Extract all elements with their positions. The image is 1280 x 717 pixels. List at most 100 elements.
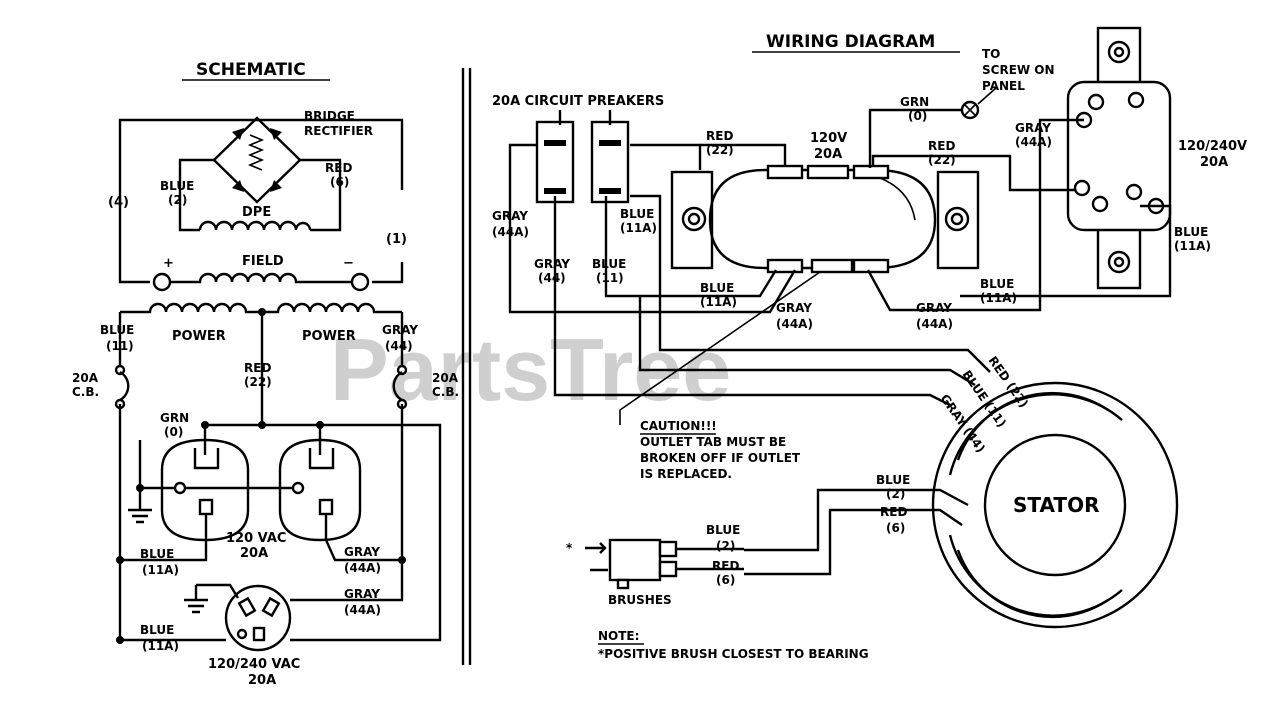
note-text: *POSITIVE BRUSH CLOSEST TO BEARING [598, 647, 869, 661]
outlet-240v [224, 584, 292, 652]
red-22-wiring-b2: (22) [928, 153, 956, 167]
schematic-title: SCHEMATIC [196, 60, 306, 80]
red-22-label-2: (22) [244, 375, 272, 389]
dpe-coil [198, 220, 312, 231]
stator-blue-2-1: BLUE [876, 473, 910, 487]
blue-2-label-2: (2) [168, 193, 187, 207]
outlet-120-label-1: 120 VAC [226, 531, 286, 546]
caution-title: CAUTION!!! [640, 419, 717, 433]
brush-red-6-1: RED [712, 559, 739, 573]
plus-label: + [163, 256, 174, 271]
cb-right-label-1: 20A [432, 371, 459, 385]
caution-line-3: IS REPLACED. [640, 467, 732, 481]
brush-blue-2-1: BLUE [706, 523, 740, 537]
outlet-240v-box [1066, 26, 1172, 290]
blue-11a-bot-2: (11A) [700, 295, 737, 309]
grn-0-label-2: (0) [164, 425, 183, 439]
caution-line-2: BROKEN OFF IF OUTLET [640, 451, 801, 465]
brush-red-6-2: (6) [716, 573, 735, 587]
blue-11a-label-1: BLUE [140, 547, 174, 561]
bridge-rectifier [212, 116, 302, 204]
minus-label: − [343, 256, 354, 271]
outlet-120v-label-2: 20A [814, 147, 842, 162]
gray-44-label-2: (44) [385, 339, 413, 353]
red-22-wiring-a1: RED [706, 129, 733, 143]
power-left-label: POWER [172, 329, 226, 344]
wiring-title: WIRING DIAGRAM [766, 32, 935, 52]
brushes-label: BRUSHES [608, 593, 672, 607]
bridge-rectifier-label-2: RECTIFIER [304, 124, 373, 138]
field-label: FIELD [242, 254, 284, 269]
wire-4-label: (4) [108, 195, 129, 210]
stator-red-6-1: RED [880, 505, 907, 519]
to-screw-label-2: SCREW ON [982, 63, 1055, 77]
bridge-rectifier-label-1: BRIDGE [304, 109, 355, 123]
circuit-breaker-right [590, 120, 630, 204]
blue-11-wiring-2: (11) [596, 271, 624, 285]
outlet-120v-label-1: 120V [810, 131, 847, 146]
cb-right-label-2: C.B. [432, 385, 459, 399]
gray-44a-label-1: GRAY [344, 545, 380, 559]
caution-line-1: OUTLET TAB MUST BE [640, 435, 786, 449]
blue-2-label-1: BLUE [160, 179, 194, 193]
wiring-section: WIRING DIAGRAM 20A CIRCUIT PREAKERS [492, 26, 1247, 661]
outlet-120v-duplex [670, 164, 980, 274]
gray-44a-top-1: GRAY [1015, 121, 1051, 135]
stator-blue-2-2: (2) [886, 487, 905, 501]
brush-blue-2-2: (2) [716, 539, 735, 553]
breakers-label: 20A CIRCUIT PREAKERS [492, 94, 664, 109]
cb-left-label-2: C.B. [72, 385, 99, 399]
gray-44-wiring-1: GRAY [534, 257, 570, 271]
cb-left-label-1: 20A [72, 371, 99, 385]
blue-11a-label-4: (11A) [142, 639, 179, 653]
stator-red-6-2: (6) [886, 521, 905, 535]
dpe-label: DPE [242, 205, 271, 220]
stator [931, 381, 1179, 629]
power-right-label: POWER [302, 329, 356, 344]
blue-11-wiring-1: BLUE [592, 257, 626, 271]
grn-0-label-1: GRN [160, 411, 189, 425]
brushes-assembly [585, 538, 700, 590]
outlet-120-label-2: 20A [240, 546, 268, 561]
red-22-wiring-b1: RED [928, 139, 955, 153]
gray-44a-bot1-1: GRAY [776, 301, 812, 315]
gray-44a-bot2-2: (44A) [916, 317, 953, 331]
blue-11a-right2-1: BLUE [980, 277, 1014, 291]
blue-11a-right-1: BLUE [1174, 225, 1208, 239]
to-screw-label-1: TO [982, 47, 1000, 61]
blue-11a-right-2: (11A) [1174, 239, 1211, 253]
grn-0-wiring-2: (0) [908, 109, 927, 123]
gray-44a-top-2: (44A) [1015, 135, 1052, 149]
gray-44-wiring-2: (44) [538, 271, 566, 285]
gray-44a-left-1: GRAY [492, 209, 528, 223]
outlet-120v-right [278, 425, 362, 542]
stator-label: STATOR [1013, 493, 1099, 517]
gray-44a-label-4: (44A) [344, 603, 381, 617]
note-title: NOTE: [598, 629, 639, 643]
blue-11a-label-2: (11A) [142, 563, 179, 577]
blue-11-label-1: BLUE [100, 323, 134, 337]
circuit-breaker-left [535, 120, 575, 204]
brush-star-label: * [566, 541, 573, 555]
red-6-label-2: (6) [330, 175, 349, 189]
to-screw-label-3: PANEL [982, 79, 1025, 93]
wire-1-label: (1) [386, 232, 407, 247]
outlet-240-label-1: 120/240 VAC [208, 657, 300, 672]
schematic-section: SCHEMATIC (4) (1) BRIDGE RECTIFIER BLUE … [72, 60, 459, 688]
outlet-240v-label-2: 20A [1200, 155, 1228, 170]
grn-0-wiring-1: GRN [900, 95, 929, 109]
gray-44a-label-2: (44A) [344, 561, 381, 575]
blue-11a-right2-2: (11A) [980, 291, 1017, 305]
gray-44a-left-2: (44A) [492, 225, 529, 239]
gray-44a-label-3: GRAY [344, 587, 380, 601]
outlet-240-label-2: 20A [248, 673, 276, 688]
gray-44-label-1: GRAY [382, 323, 418, 337]
red-6-label-1: RED [325, 161, 352, 175]
gray-44a-bot2-1: GRAY [916, 301, 952, 315]
blue-11a-label-3: BLUE [140, 623, 174, 637]
red-22-wiring-a2: (22) [706, 143, 734, 157]
blue-11a-mid-2: (11A) [620, 221, 657, 235]
blue-11a-mid-1: BLUE [620, 207, 654, 221]
